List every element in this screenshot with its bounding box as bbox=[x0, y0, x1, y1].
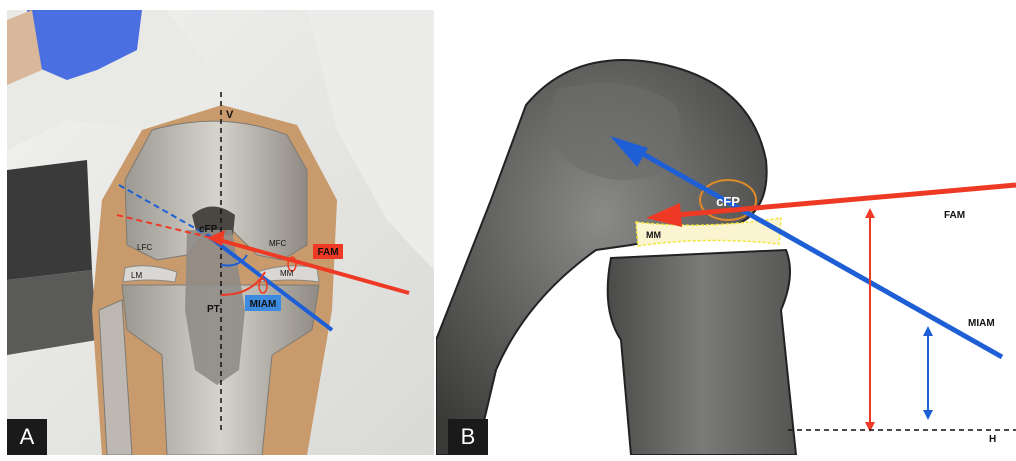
mm-label: MM bbox=[280, 269, 294, 278]
mm-label: MM bbox=[646, 230, 661, 240]
mfc-label: MFC bbox=[269, 239, 287, 248]
table-edge bbox=[7, 160, 92, 280]
lm-label: LM bbox=[131, 271, 142, 280]
panel-a: V cFP LFC MFC LM MM PT FAM MIAM A bbox=[7, 10, 434, 455]
lfc-label: LFC bbox=[137, 243, 152, 252]
tibia-xray bbox=[608, 250, 796, 455]
panel-b: cFP MM FAM MIAM H B bbox=[436, 10, 1016, 455]
panel-a-illustration: V cFP LFC MFC LM MM PT FAM MIAM bbox=[7, 10, 434, 455]
panel-a-letter: A bbox=[7, 419, 47, 455]
horizontal-reference-label: H bbox=[989, 434, 996, 445]
cfp-label: cFP bbox=[716, 194, 740, 209]
fam-label: FAM bbox=[944, 210, 965, 221]
table-base bbox=[7, 270, 97, 355]
fam-label: FAM bbox=[317, 247, 338, 258]
pt-label: PT bbox=[207, 304, 220, 315]
panel-b-illustration: cFP MM FAM MIAM H bbox=[436, 10, 1016, 455]
vertical-axis-label: V bbox=[226, 109, 234, 121]
cfp-label: cFP bbox=[199, 224, 218, 235]
miam-label: MIAM bbox=[968, 318, 995, 329]
panel-b-letter: B bbox=[448, 419, 488, 455]
miam-label: MIAM bbox=[250, 299, 277, 310]
